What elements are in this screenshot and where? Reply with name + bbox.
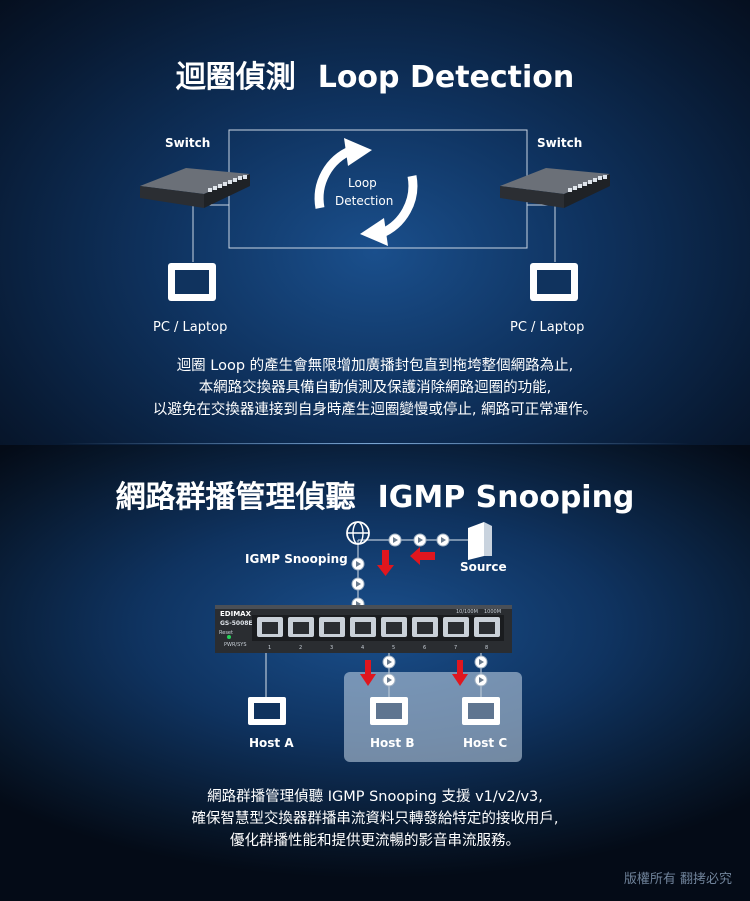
switch-reset-label: Reset bbox=[219, 630, 233, 636]
loop-arrows-icon bbox=[314, 138, 418, 246]
port-number: 1 bbox=[268, 645, 272, 651]
right-switch-label: Switch bbox=[537, 136, 583, 150]
igmp-title-zh: 網路群播管理偵聽 bbox=[115, 480, 356, 515]
host-b-label: Host B bbox=[370, 736, 415, 750]
igmp-desc-line: 確保智慧型交換器群播串流資料只轉發給特定的接收用戶, bbox=[191, 811, 559, 827]
left-switch-label: Switch bbox=[165, 136, 211, 150]
port-number: 7 bbox=[454, 645, 458, 651]
loop-desc-line: 迴圈 Loop 的產生會無限增加廣播封包直到拖垮整個網路為止, bbox=[176, 358, 574, 374]
host-a-label: Host A bbox=[249, 736, 294, 750]
loop-title-zh: 迴圈偵測 bbox=[175, 60, 296, 95]
led-legend-2: 1000M bbox=[484, 609, 502, 615]
loop-description: 迴圈 Loop 的產生會無限增加廣播封包直到拖垮整個網路為止, 本網路交換器具備… bbox=[0, 355, 750, 421]
port-number: 2 bbox=[299, 645, 303, 651]
loop-title: 迴圈偵測 Loop Detection bbox=[0, 52, 750, 96]
switch-brand: EDIMAX bbox=[220, 610, 251, 618]
igmp-desc-line: 網路群播管理偵聽 IGMP Snooping 支援 v1/v2/v3, bbox=[207, 789, 543, 805]
loop-desc-line: 以避免在交換器連接到自身時產生迴圈變慢或停止, 網路可正常運作。 bbox=[152, 402, 598, 418]
host-c-label: Host C bbox=[463, 736, 508, 750]
switch-pwr-label: PWR/SYS bbox=[224, 642, 247, 648]
left-pc-label: PC / Laptop bbox=[153, 320, 228, 335]
port-number: 4 bbox=[361, 645, 365, 651]
port-number: 3 bbox=[330, 645, 334, 651]
left-laptop-icon bbox=[168, 263, 216, 301]
source-label: Source bbox=[460, 560, 507, 574]
port-number: 6 bbox=[423, 645, 427, 651]
right-switch-icon bbox=[500, 168, 610, 208]
right-pc-label: PC / Laptop bbox=[510, 320, 585, 335]
igmp-description: 網路群播管理偵聽 IGMP Snooping 支援 v1/v2/v3, 確保智慧… bbox=[0, 786, 750, 852]
loop-center-line1: Loop bbox=[348, 176, 377, 190]
loop-title-en: Loop Detection bbox=[317, 60, 575, 95]
igmp-snooping-label: IGMP Snooping bbox=[245, 552, 348, 566]
right-laptop-icon bbox=[530, 263, 578, 301]
section-divider bbox=[60, 443, 690, 444]
loop-diagram bbox=[140, 129, 610, 301]
switch-model: GS-5008E bbox=[220, 620, 253, 627]
left-switch-icon bbox=[140, 168, 250, 208]
loop-desc-line: 本網路交換器具備自動偵測及保護消除網路迴圈的功能, bbox=[198, 380, 552, 396]
igmp-title-en: IGMP Snooping bbox=[377, 480, 635, 515]
igmp-desc-line: 優化群播性能和提供更流暢的影音串流服務。 bbox=[230, 833, 520, 849]
port-number: 5 bbox=[392, 645, 396, 651]
igmp-title: 網路群播管理偵聽 IGMP Snooping bbox=[0, 472, 750, 516]
port-number: 8 bbox=[485, 645, 489, 651]
loop-center-line2: Detection bbox=[335, 194, 394, 208]
led-legend-1: 10/100M bbox=[456, 609, 478, 615]
copyright-notice: 版權所有 翻拷必究 bbox=[623, 872, 732, 887]
